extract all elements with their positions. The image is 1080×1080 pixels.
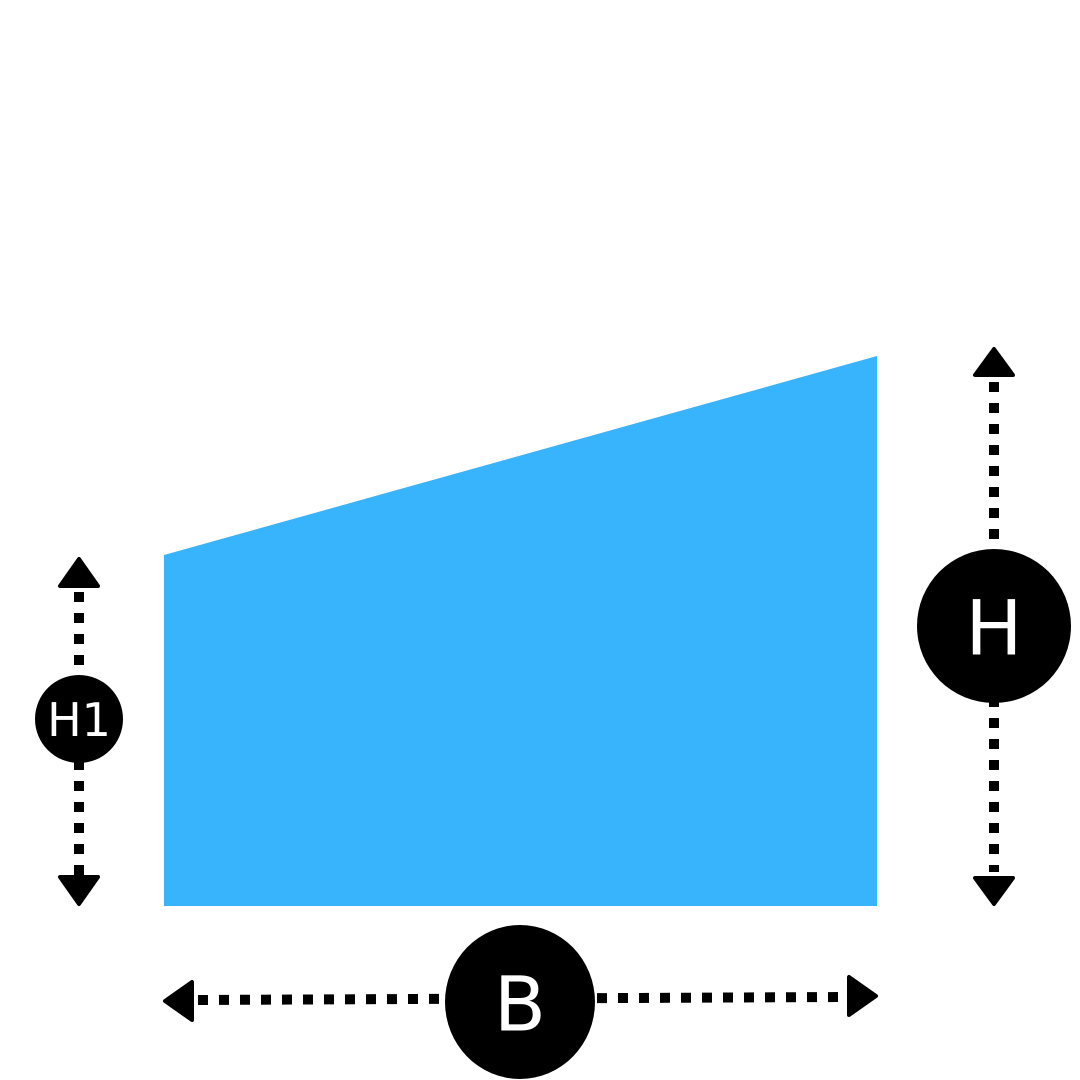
h-dimension-arrow: H: [917, 347, 1071, 906]
h1-label: H1: [47, 693, 111, 747]
h1-dimension-arrow: H1: [35, 557, 123, 906]
b-dimension-arrow: B: [163, 925, 878, 1079]
arrow-down-icon: [973, 876, 1015, 906]
b-label: B: [494, 960, 546, 1049]
h-label: H: [965, 584, 1022, 673]
arrow-right-icon: [847, 975, 878, 1017]
arrow-down-icon: [58, 875, 100, 906]
h-label-badge: [917, 549, 1071, 703]
b-label-badge: [445, 925, 595, 1079]
arrow-up-icon: [973, 347, 1015, 377]
arrow-up-icon: [58, 557, 100, 588]
trapezoid-shape: [164, 356, 877, 906]
h1-label-badge: [35, 675, 123, 763]
arrow-left-icon: [163, 980, 194, 1022]
